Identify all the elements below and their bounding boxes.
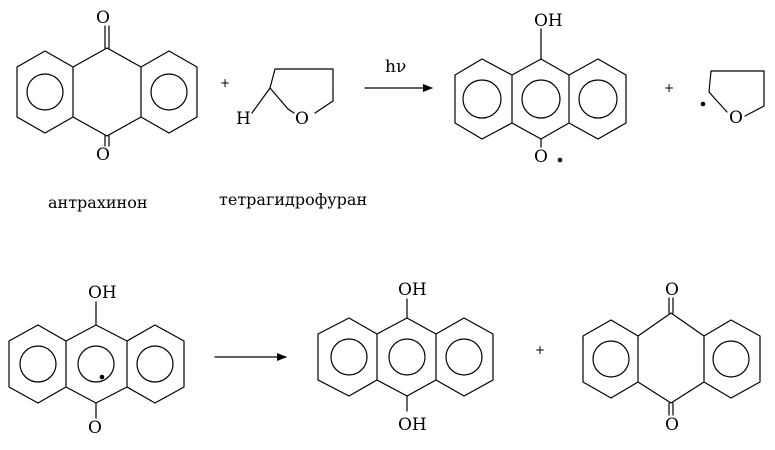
- aromatic-ring: [445, 338, 483, 376]
- anthracene-skeleton: [454, 58, 627, 140]
- thf-ring: [269, 68, 334, 114]
- tetrahydrofuran-name: тетрагидрофуран: [219, 190, 367, 209]
- atom-label: OH: [398, 280, 427, 300]
- atom-label: OH: [88, 283, 117, 303]
- atom-label: O: [665, 280, 679, 300]
- anthraquinone-structure: O O: [16, 8, 198, 165]
- aromatic-ring: [150, 73, 188, 111]
- plus-sign: +: [664, 81, 674, 95]
- atom-label: O: [88, 418, 102, 438]
- semiquinone-radical-structure: OH O: [8, 283, 185, 438]
- anthraquinone-name: антрахинон: [48, 193, 147, 212]
- atom-label: OH: [534, 11, 563, 31]
- radical-dot: [557, 157, 563, 163]
- semiquinone-radical-structure: OH O: [454, 11, 627, 167]
- radical-dot: [99, 374, 105, 380]
- aromatic-ring: [578, 79, 618, 119]
- plus-sign: +: [535, 343, 545, 357]
- thf-ring-bond: [251, 87, 271, 114]
- thf-radical-structure: O: [700, 70, 765, 128]
- anthracene-skeleton: [8, 324, 185, 404]
- radical-dot: [700, 101, 706, 107]
- thf-ring-bond: [287, 108, 295, 114]
- atom-label: OH: [398, 415, 427, 435]
- anthraquinone-structure: O O: [582, 280, 761, 435]
- aromatic-ring: [136, 345, 174, 383]
- aromatic-ring: [462, 79, 502, 119]
- atom-label: O: [665, 415, 679, 435]
- thf-ring: [708, 70, 765, 117]
- aromatic-ring: [26, 73, 64, 111]
- aromatic-ring: [19, 345, 57, 383]
- tetrahydrofuran-structure: H O: [236, 68, 334, 129]
- atom-label: O: [96, 145, 110, 165]
- atom-label: H: [236, 109, 251, 129]
- anthrahydroquinone-structure: OH OH: [317, 280, 494, 435]
- aromatic-ring: [388, 338, 426, 376]
- atom-label: O: [295, 109, 309, 129]
- anthraquinone-skeleton: [16, 47, 198, 137]
- atom-label: O: [534, 147, 548, 167]
- anthracene-skeleton: [317, 317, 494, 397]
- aromatic-ring: [712, 340, 750, 378]
- aromatic-ring: [77, 345, 115, 383]
- atom-label: O: [729, 108, 743, 128]
- reaction-condition: hν: [385, 57, 406, 77]
- anthraquinone-skeleton: [582, 312, 761, 404]
- aromatic-ring: [521, 79, 561, 119]
- aromatic-ring: [592, 340, 630, 378]
- aromatic-ring: [330, 338, 368, 376]
- plus-sign: +: [220, 76, 230, 90]
- atom-label: O: [96, 8, 110, 28]
